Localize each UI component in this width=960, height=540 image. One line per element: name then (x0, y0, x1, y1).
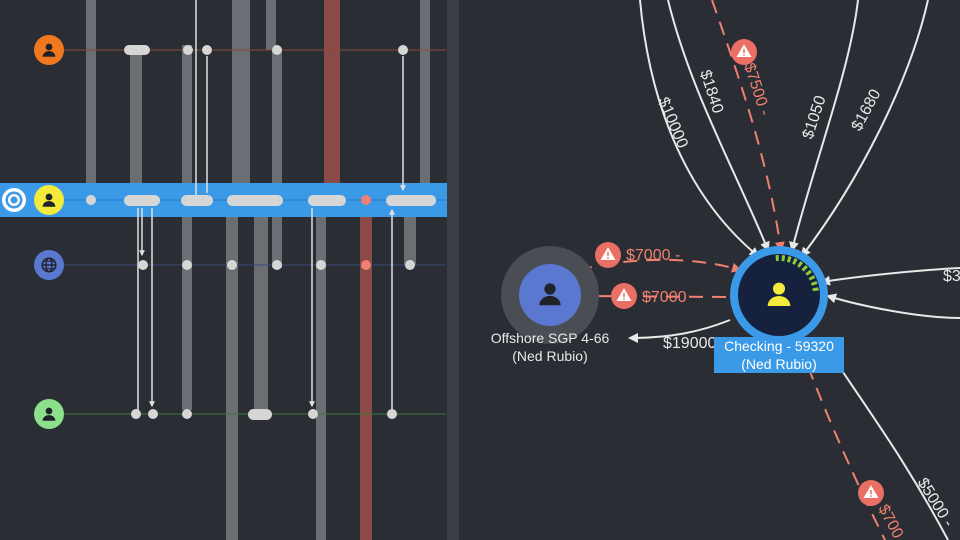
node-label-line1: Offshore SGP 4-66 (491, 330, 610, 346)
edge-1680[interactable] (800, 0, 929, 258)
timeline-bar (266, 0, 276, 50)
edge-700[interactable] (799, 344, 886, 540)
event-pill[interactable] (181, 195, 213, 206)
edge-label-7000-a: $7000 - (626, 247, 680, 264)
edge-10000[interactable] (639, 0, 760, 258)
node-label-line2: (Ned Rubio) (512, 348, 587, 364)
graph-edges (577, 0, 960, 540)
edge-7500[interactable] (711, 0, 785, 252)
timeline-transfers (137, 0, 406, 412)
event-dot[interactable] (182, 260, 192, 270)
edge-right-lower[interactable] (826, 293, 960, 319)
node-circle (519, 264, 581, 326)
edge-label-1680: $1680 (849, 87, 885, 134)
node-offshore[interactable]: Offshore SGP 4-66 (Ned Rubio) (491, 246, 610, 364)
event-dot[interactable] (202, 45, 212, 55)
edge-label-right: $3 (943, 268, 960, 285)
edge-label-7000-b: $7000 (642, 289, 687, 306)
event-dot[interactable] (405, 260, 415, 270)
event-dot-alert[interactable] (361, 260, 371, 270)
lane-3-avatar[interactable] (34, 250, 64, 280)
event-dot[interactable] (183, 45, 193, 55)
edge-label-19000: $19000 (663, 335, 716, 352)
event-dot[interactable] (308, 409, 318, 419)
event-dot[interactable] (398, 45, 408, 55)
lane-4-avatar[interactable] (34, 399, 64, 429)
node-label-line1: Checking - 59320 (724, 338, 834, 354)
node-checking[interactable]: Checking - 59320 (Ned Rubio) (714, 246, 844, 373)
event-dot[interactable] (138, 260, 148, 270)
timeline-events (86, 45, 436, 420)
node-circle (745, 261, 813, 329)
event-pill[interactable] (124, 45, 150, 55)
lane-2-avatar[interactable] (34, 185, 64, 215)
timeline-bar-alert (360, 200, 372, 540)
timeline-bar (182, 45, 192, 410)
timeline-bar (226, 195, 238, 540)
timeline-bar (130, 45, 142, 205)
timeline-bar-alert (324, 0, 340, 200)
graph-panel: $10000 $1840 $7500 - $1050 $1680 $7000 -… (491, 0, 960, 540)
alert-badges (595, 39, 884, 506)
timeline-bar (272, 48, 282, 268)
event-pill[interactable] (124, 195, 160, 206)
edge-1840[interactable] (667, 0, 770, 252)
alert-icon[interactable] (595, 242, 621, 268)
edge-label-5000: $5000 - (914, 475, 957, 530)
target-icon-core (10, 196, 18, 204)
timeline-bar (420, 0, 430, 200)
alert-icon[interactable] (731, 39, 757, 65)
timeline-bar (254, 195, 268, 415)
timeline-bar (316, 195, 326, 540)
timeline-bar (232, 0, 250, 200)
timeline-panel (0, 0, 447, 540)
alert-icon[interactable] (858, 480, 884, 506)
node-label-bg (714, 337, 844, 373)
node-label-line2: (Ned Rubio) (741, 356, 816, 372)
edge-label-700: $700 (874, 502, 906, 540)
event-dot[interactable] (272, 260, 282, 270)
alert-icon[interactable] (611, 283, 637, 309)
panel-divider[interactable] (447, 0, 459, 540)
event-dot[interactable] (227, 260, 237, 270)
event-dot[interactable] (148, 409, 158, 419)
edge-7000-a[interactable] (577, 258, 742, 273)
event-dot[interactable] (86, 195, 96, 205)
event-pill[interactable] (308, 195, 346, 206)
event-pill[interactable] (386, 195, 436, 206)
edge-label-7500: $7500 - (740, 61, 773, 118)
event-dot[interactable] (272, 45, 282, 55)
event-dot-alert[interactable] (361, 195, 371, 205)
edge-label-1840: $1840 (696, 68, 726, 116)
event-pill[interactable] (227, 195, 283, 206)
event-dot[interactable] (182, 409, 192, 419)
event-dot[interactable] (387, 409, 397, 419)
edge-7000-b[interactable] (584, 291, 727, 302)
edge-label-10000: $10000 (654, 95, 691, 151)
lane-2-selector[interactable] (2, 188, 26, 212)
event-dot[interactable] (316, 260, 326, 270)
event-dot[interactable] (131, 409, 141, 419)
lane-1-avatar[interactable] (34, 35, 64, 65)
timeline-lane-lines (60, 49, 446, 415)
event-pill[interactable] (248, 409, 272, 420)
edge-right-upper[interactable] (820, 267, 960, 286)
timeline-bar (86, 0, 96, 202)
lane-avatars (2, 35, 64, 429)
edge-1050[interactable] (789, 0, 859, 252)
edge-19000[interactable] (628, 319, 731, 343)
